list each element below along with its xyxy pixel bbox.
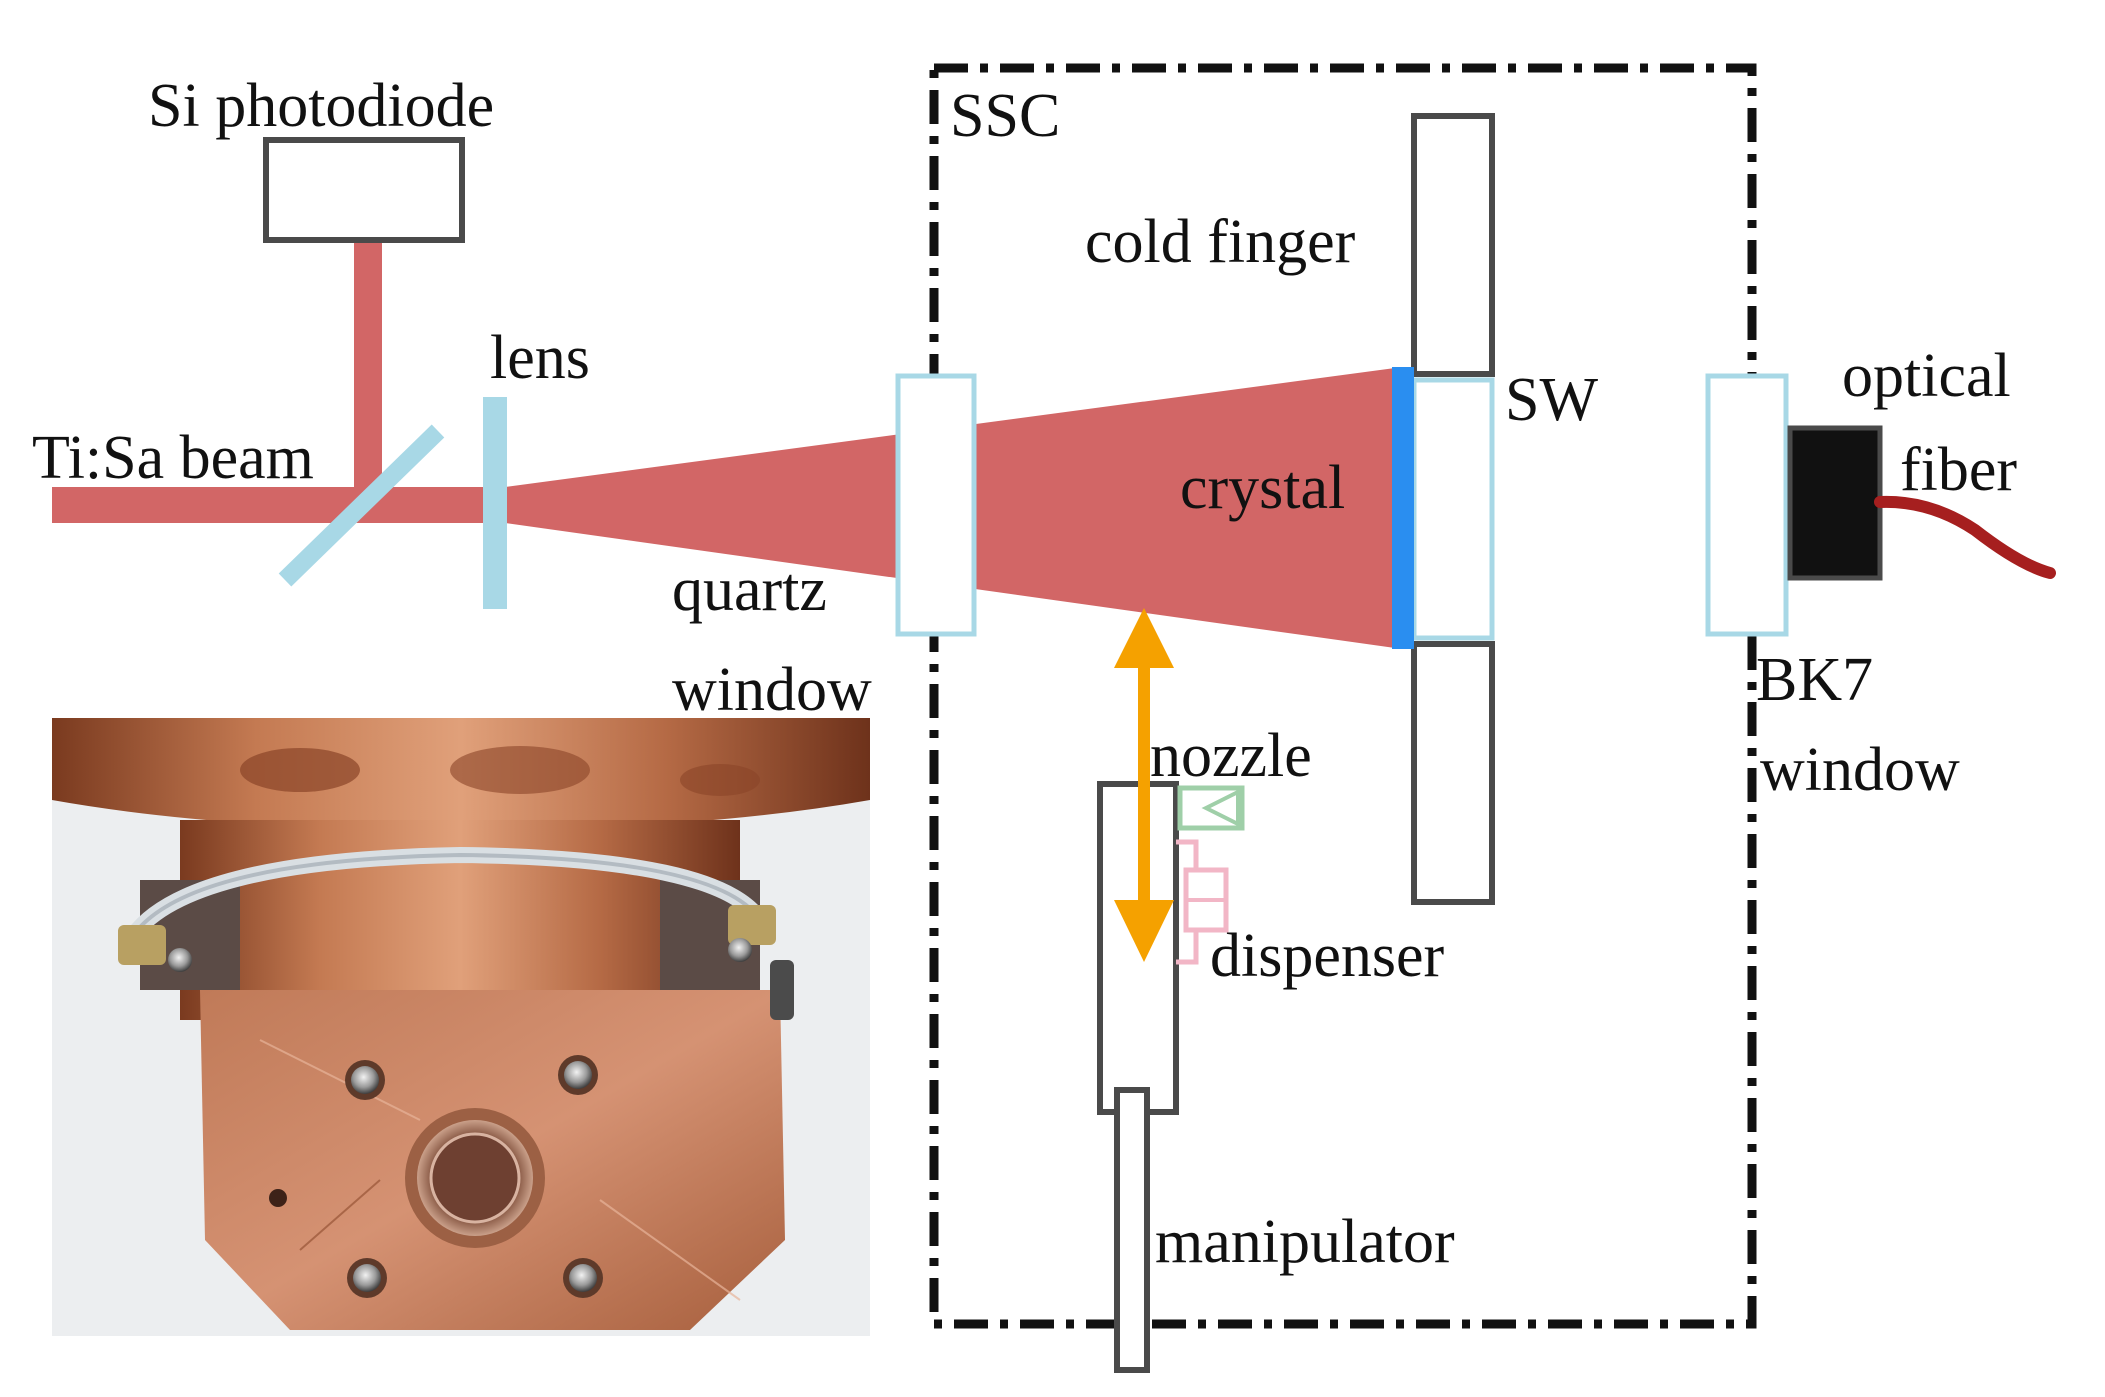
ssc-chamber-frame: [929, 63, 1757, 1329]
bk7-label: BK7: [1756, 646, 1873, 714]
bk7-window-label: window: [1760, 736, 1960, 804]
manipulator-rod: [1114, 1087, 1150, 1373]
sw-label: SW: [1505, 366, 1598, 434]
cold-finger-sample-window: [1411, 377, 1495, 641]
nozzle: [1177, 785, 1245, 831]
manipulator-label: manipulator: [1155, 1208, 1455, 1276]
nozzle-label: nozzle: [1150, 722, 1312, 790]
beam-splitter: [278, 424, 445, 587]
quartz-window-label: window: [672, 656, 872, 724]
optical-label: optical: [1842, 342, 2011, 410]
cold-finger-lower: [1411, 641, 1495, 905]
ssc-label: SSC: [950, 82, 1060, 150]
si-photodiode-label: Si photodiode: [148, 72, 494, 140]
quartz-window: [895, 373, 977, 637]
dispenser-label: dispenser: [1210, 922, 1445, 990]
sample-holder-photo: [52, 718, 870, 1336]
manipulator-motion-arrow: [1114, 608, 1174, 962]
tisa-beam-label: Ti:Sa beam: [32, 424, 314, 492]
crystal-label: crystal: [1180, 454, 1345, 522]
bk7-window: [1705, 373, 1789, 637]
si-photodiode-box: [263, 137, 465, 243]
dispenser: [1176, 839, 1229, 965]
fiber-label: fiber: [1900, 436, 2017, 504]
crystal: [1392, 367, 1414, 649]
cold-finger-label: cold finger: [1085, 208, 1356, 276]
quartz-label: quartz: [672, 556, 827, 624]
optical-fiber-cable: [1874, 495, 2056, 579]
cold-finger-upper: [1411, 113, 1495, 377]
lens-label: lens: [490, 324, 590, 392]
lens: [483, 397, 507, 609]
optical-fiber-connector: [1787, 425, 1883, 581]
